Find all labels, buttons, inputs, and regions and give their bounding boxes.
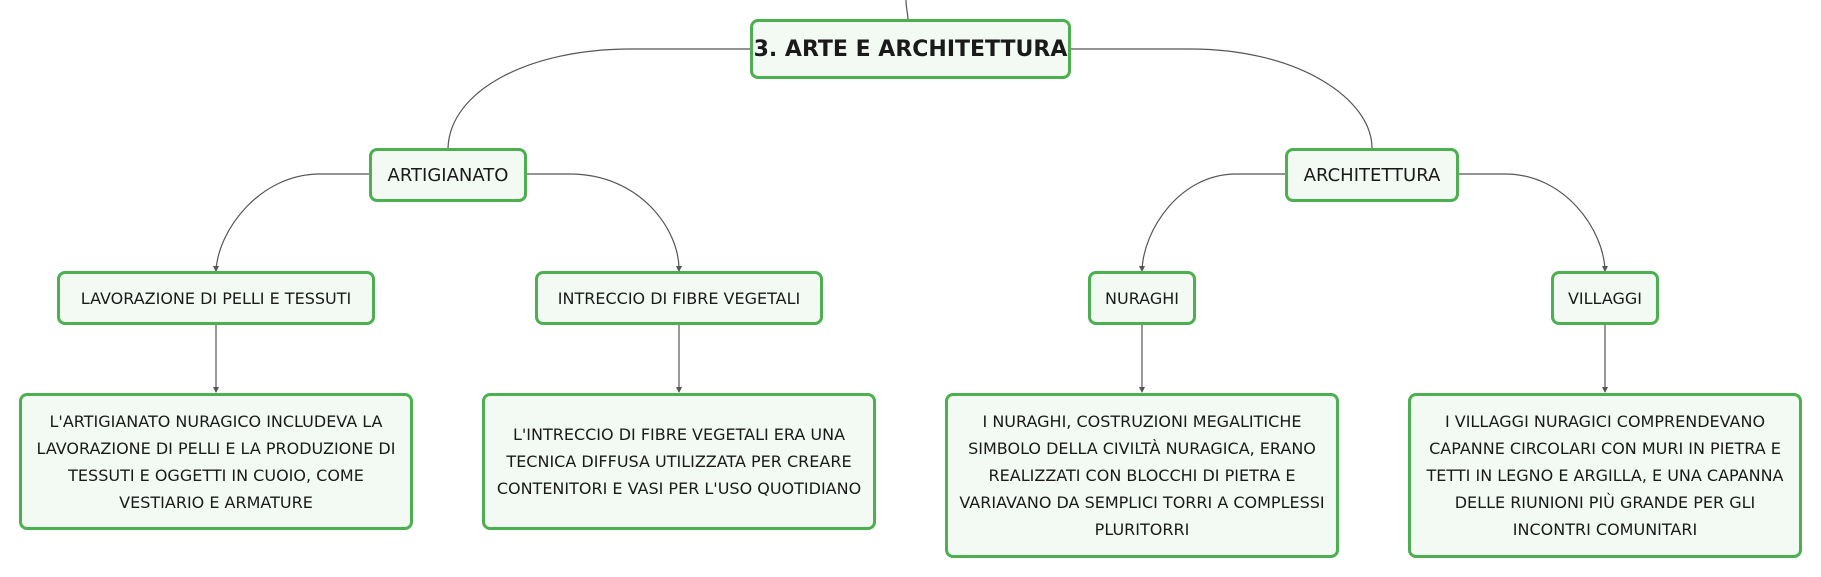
arrowhead bbox=[1602, 387, 1608, 393]
connector-artigianato-pelli bbox=[215, 173, 370, 272]
connector-root-artigianato bbox=[447, 48, 751, 149]
description-intreccio-fibre[interactable]: L'INTRECCIO DI FIBRE VEGETALI ERA UNA TE… bbox=[482, 393, 876, 530]
arrowhead bbox=[676, 387, 682, 393]
description-pelli-tessuti[interactable]: L'ARTIGIANATO NURAGICO INCLUDEVA LA LAVO… bbox=[19, 393, 413, 530]
root-topic[interactable]: 3. ARTE E ARCHITETTURA bbox=[750, 19, 1071, 79]
connector-root-architettura bbox=[1071, 48, 1373, 149]
connector-artigianato-intreccio bbox=[526, 173, 680, 272]
subtopic-nuraghi[interactable]: NURAGHI bbox=[1088, 271, 1196, 325]
connector-parent-root bbox=[905, 0, 909, 21]
topic-architettura[interactable]: ARCHITETTURA bbox=[1285, 148, 1459, 202]
arrowhead bbox=[213, 387, 219, 393]
subtopic-villaggi[interactable]: VILLAGGI bbox=[1551, 271, 1659, 325]
subtopic-intreccio-fibre[interactable]: INTRECCIO DI FIBRE VEGETALI bbox=[535, 271, 823, 325]
description-nuraghi[interactable]: I NURAGHI, COSTRUZIONI MEGALITICHE SIMBO… bbox=[945, 393, 1339, 558]
arrowhead bbox=[1139, 266, 1145, 272]
connector-architettura-villaggi bbox=[1458, 173, 1606, 272]
arrowhead bbox=[1139, 387, 1145, 393]
arrowhead bbox=[213, 266, 219, 272]
topic-artigianato[interactable]: ARTIGIANATO bbox=[369, 148, 527, 202]
arrowhead bbox=[676, 266, 682, 272]
arrowhead bbox=[1602, 266, 1608, 272]
description-villaggi[interactable]: I VILLAGGI NURAGICI COMPRENDEVANO CAPANN… bbox=[1408, 393, 1802, 558]
subtopic-pelli-tessuti[interactable]: LAVORAZIONE DI PELLI E TESSUTI bbox=[57, 271, 375, 325]
connector-architettura-nuraghi bbox=[1141, 173, 1286, 272]
